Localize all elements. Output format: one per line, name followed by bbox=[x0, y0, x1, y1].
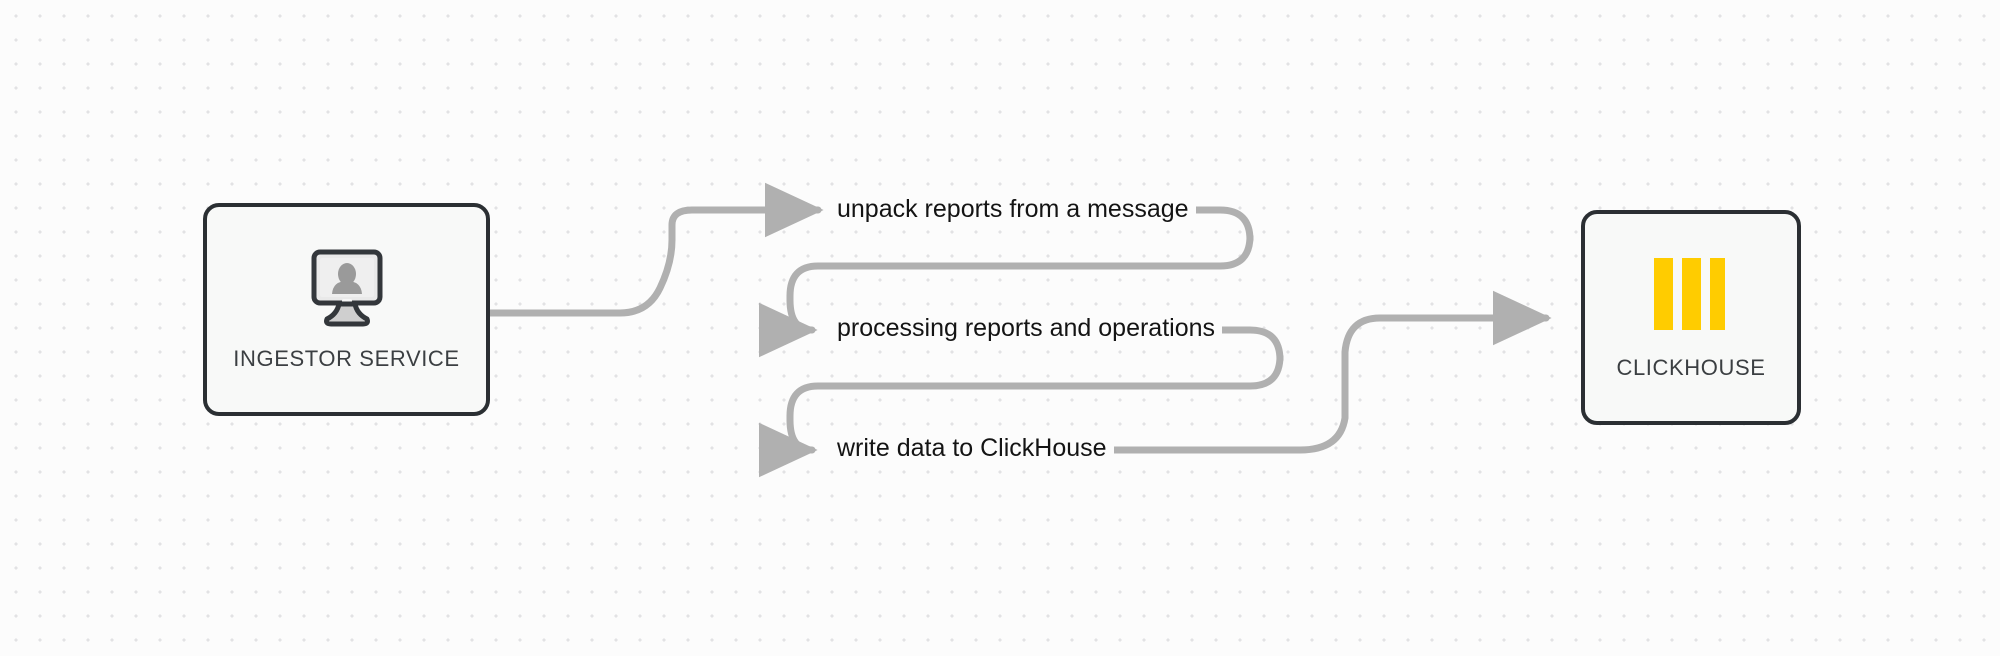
node-label-ingestor: INGESTOR SERVICE bbox=[233, 345, 460, 371]
step-label-write-data: write data to ClickHouse bbox=[830, 436, 1114, 461]
connector-step2-to-step3 bbox=[758, 326, 1284, 478]
node-label-clickhouse: CLICKHOUSE bbox=[1616, 354, 1766, 380]
step-label-processing-reports: processing reports and operations bbox=[830, 316, 1223, 341]
node-ingestor-service[interactable]: INGESTOR SERVICE bbox=[203, 203, 490, 416]
connector-step1-to-step2 bbox=[758, 206, 1254, 358]
step-label-unpack-reports: unpack reports from a message bbox=[830, 197, 1196, 222]
desktop-monitor-user-icon bbox=[299, 248, 395, 330]
connector-step3-to-clickhouse bbox=[1104, 290, 1552, 454]
node-clickhouse[interactable]: CLICKHOUSE bbox=[1581, 210, 1801, 425]
clickhouse-bars-icon bbox=[1648, 255, 1734, 333]
connector-ingestor-to-step1 bbox=[486, 182, 824, 317]
